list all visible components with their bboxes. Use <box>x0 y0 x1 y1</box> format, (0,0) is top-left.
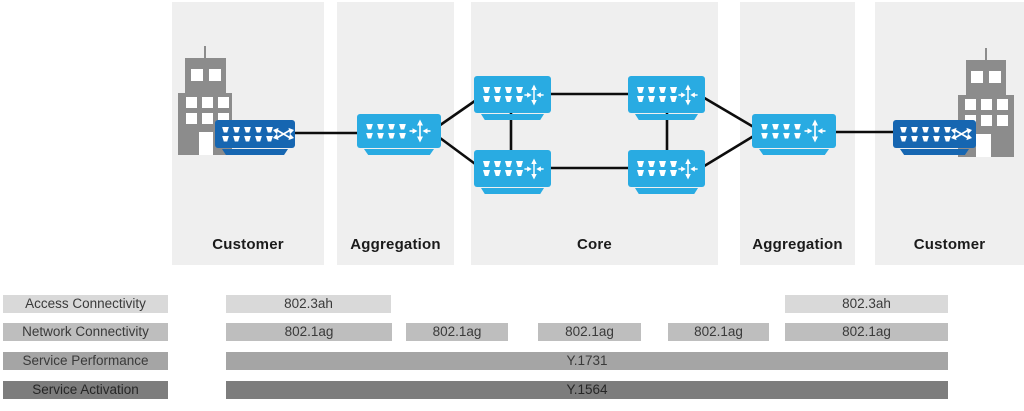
oam-bar-8021ag: 802.1ag <box>226 323 392 341</box>
router-ports <box>761 123 801 139</box>
router-ports <box>366 123 406 139</box>
panel-label: Aggregation <box>752 236 843 253</box>
core-router-bottom-left <box>474 150 551 194</box>
router-ports <box>483 161 523 176</box>
aggregation-router-right <box>752 114 836 155</box>
oam-row-label-service-performance: Service Performance <box>3 352 168 370</box>
oam-bar-8023ah: 802.3ah <box>785 295 948 313</box>
oam-bar-8021ag: 802.1ag <box>538 323 641 341</box>
oam-bar-8021ag: 802.1ag <box>668 323 769 341</box>
building-top <box>966 60 1006 95</box>
switch-ports <box>900 126 951 142</box>
door <box>976 134 991 157</box>
switch-icon <box>951 127 972 141</box>
oam-bar-8023ah: 802.3ah <box>226 295 391 313</box>
oam-row-label-service-activation: Service Activation <box>3 381 168 399</box>
oam-bar-y1564: Y.1564 <box>226 381 948 399</box>
panel-label: Aggregation <box>350 236 441 253</box>
router-ports <box>637 161 677 176</box>
core-router-top-left <box>474 76 551 120</box>
panel-label: Customer <box>212 236 284 253</box>
door <box>199 132 213 155</box>
router-ports <box>483 87 523 102</box>
oam-bar-8021ag: 802.1ag <box>406 323 508 341</box>
router-icon <box>678 83 698 106</box>
antenna <box>204 46 206 59</box>
router-icon <box>678 157 698 180</box>
aggregation-router-left <box>357 114 441 155</box>
panel-label: Customer <box>913 236 986 253</box>
oam-bar-8021ag: 802.1ag <box>785 323 948 341</box>
router-icon <box>524 157 544 180</box>
oam-bar-y1731: Y.1731 <box>226 352 948 370</box>
customer-switch-right <box>893 120 976 155</box>
router-icon <box>524 83 544 106</box>
router-icon <box>804 119 826 143</box>
core-router-bottom-right <box>628 150 705 194</box>
router-icon <box>409 119 431 143</box>
core-router-top-right <box>628 76 705 120</box>
oam-row-label-access-connectivity: Access Connectivity <box>3 295 168 313</box>
customer-switch-left <box>215 120 295 155</box>
building-top <box>185 58 226 93</box>
panel-label: Core <box>577 236 612 253</box>
switch-icon <box>273 127 294 141</box>
router-ports <box>637 87 677 102</box>
oam-row-label-network-connectivity: Network Connectivity <box>3 323 168 341</box>
switch-ports <box>222 126 273 142</box>
antenna <box>985 48 987 61</box>
